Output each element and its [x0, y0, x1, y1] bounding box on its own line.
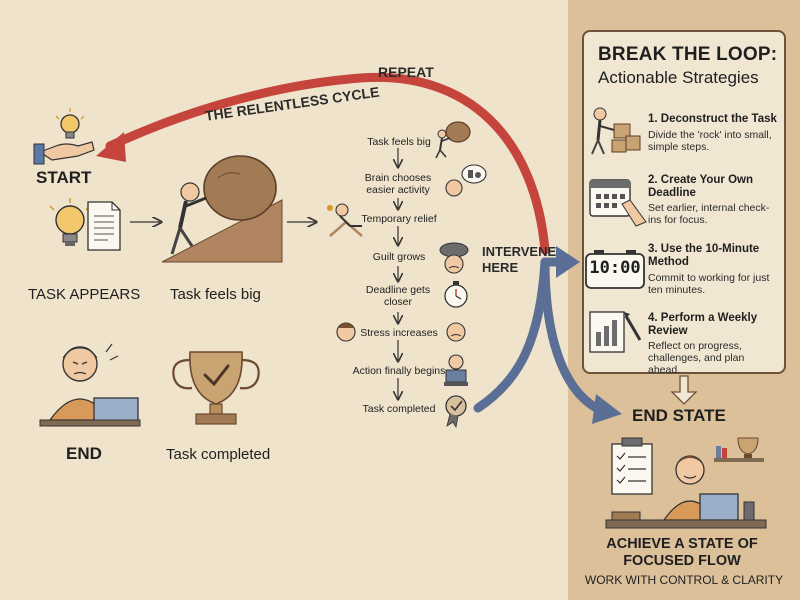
strategy-desc: Divide the 'rock' into small, simple ste…	[648, 129, 772, 153]
work-label: WORK WITH CONTROL & CLARITY	[584, 573, 784, 587]
flow-step: Temporary relief	[361, 213, 437, 225]
strategy-title: 1. Deconstruct the Task	[648, 113, 777, 125]
task-feels-big-label: Task feels big	[170, 286, 261, 303]
repeat-label: REPEAT	[378, 64, 434, 80]
flow-step: Task feels big	[367, 136, 431, 148]
focused-worker-icon	[605, 437, 767, 529]
panel-title: BREAK THE LOOP:	[598, 44, 778, 65]
strategy-desc: Commit to working for just ten minutes.	[648, 272, 770, 296]
end-state-arrow	[540, 257, 622, 424]
achieve-label: ACHIEVE A STATE OF FOCUSED FLOW	[606, 536, 758, 569]
calendar-icon	[589, 179, 647, 227]
intervene-label: INTERVENE HERE	[482, 244, 557, 275]
thought-bubble-icon	[445, 164, 487, 197]
rock-push-small-icon	[435, 121, 471, 159]
end-title: END	[66, 444, 102, 463]
repeat-arrow	[96, 72, 550, 255]
strategy-desc: Reflect on progress, challenges, and pla…	[648, 340, 745, 376]
flow-step: Task completed	[362, 403, 436, 415]
down-arrow	[670, 375, 698, 405]
stopwatch-icon	[444, 281, 468, 308]
start-title: START	[36, 168, 92, 187]
flow-step: Brain chooses easier activity	[364, 172, 432, 196]
badge-check-icon	[445, 395, 467, 429]
relaxing-person-icon	[327, 203, 363, 237]
task-appears-label: TASK APPEARS	[28, 286, 141, 303]
boulder-push-icon	[161, 155, 283, 263]
review-icon	[589, 311, 642, 353]
cloud-face-icon	[439, 242, 469, 274]
trophy-icon	[172, 351, 260, 425]
idea-document-icon	[49, 198, 121, 251]
flow-step: Stress increases	[360, 327, 438, 339]
lightbulb-hand-icon	[33, 108, 95, 165]
flow-step: Guilt grows	[372, 251, 426, 263]
flow-step: Action finally begins	[352, 365, 446, 377]
strategy-title: 2. Create Your Own Deadline	[648, 174, 754, 199]
strategy-desc: Set earlier, internal check-ins for focu…	[648, 202, 770, 226]
end-state-title: END STATE	[632, 406, 726, 425]
task-completed-label: Task completed	[166, 446, 271, 463]
working-person-icon	[444, 354, 468, 386]
panel-subtitle: Actionable Strategies	[598, 68, 759, 87]
timer-icon	[585, 250, 645, 289]
boxes-icon	[591, 107, 641, 155]
strategy-title: 4. Perform a Weekly Review	[648, 312, 758, 337]
flow-step: Deadline gets closer	[365, 284, 431, 308]
timer-display: 10:00	[589, 258, 641, 278]
strategy-title: 3. Use the 10-Minute Method	[648, 243, 760, 268]
frustrated-laptop-icon	[39, 343, 141, 427]
stressed-face-icons	[336, 322, 466, 342]
